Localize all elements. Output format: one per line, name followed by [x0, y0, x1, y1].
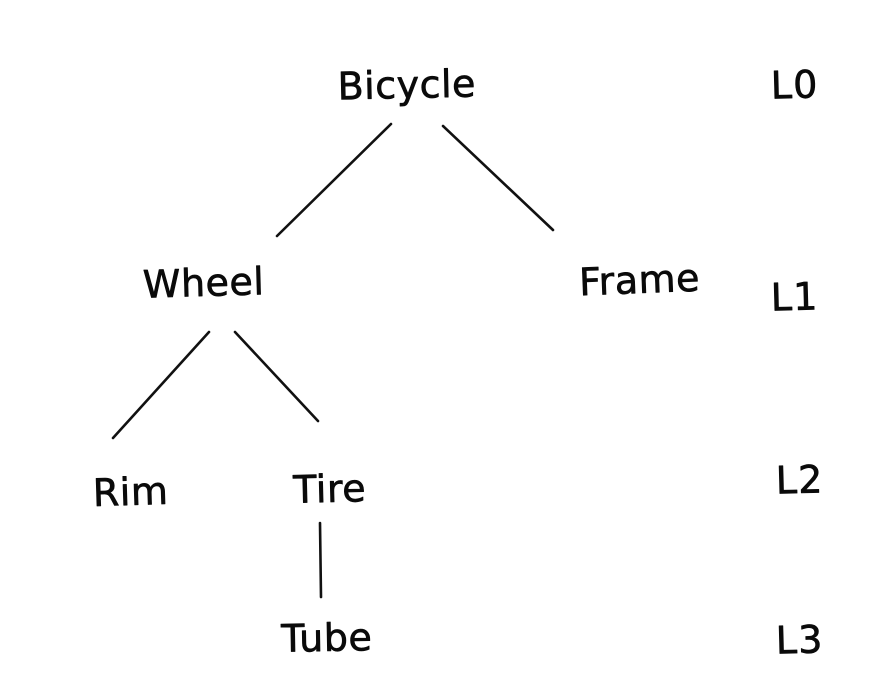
edge-wheel-tire	[233, 330, 320, 423]
edge-group	[111, 122, 555, 599]
node-wheel[interactable]: Wheel	[142, 259, 265, 307]
node-bicycle[interactable]: Bicycle	[337, 61, 477, 109]
edge-bicycle-wheel	[275, 122, 393, 238]
node-frame[interactable]: Frame	[578, 255, 701, 305]
edge-tire-tube	[318, 521, 323, 599]
level-label-l0: L0	[770, 62, 819, 107]
node-tube[interactable]: Tube	[280, 615, 373, 661]
node-rim[interactable]: Rim	[92, 468, 170, 515]
level-label-group: L0 L1 L2 L3	[770, 62, 825, 663]
node-group: Bicycle Wheel Frame Rim Tire Tube	[92, 61, 701, 661]
level-label-l3: L3	[775, 617, 824, 662]
level-label-l2: L2	[775, 457, 824, 502]
edge-bicycle-frame	[441, 124, 555, 232]
node-tire[interactable]: Tire	[291, 466, 367, 512]
level-label-l1: L1	[770, 274, 819, 319]
edge-wheel-rim	[111, 330, 211, 440]
